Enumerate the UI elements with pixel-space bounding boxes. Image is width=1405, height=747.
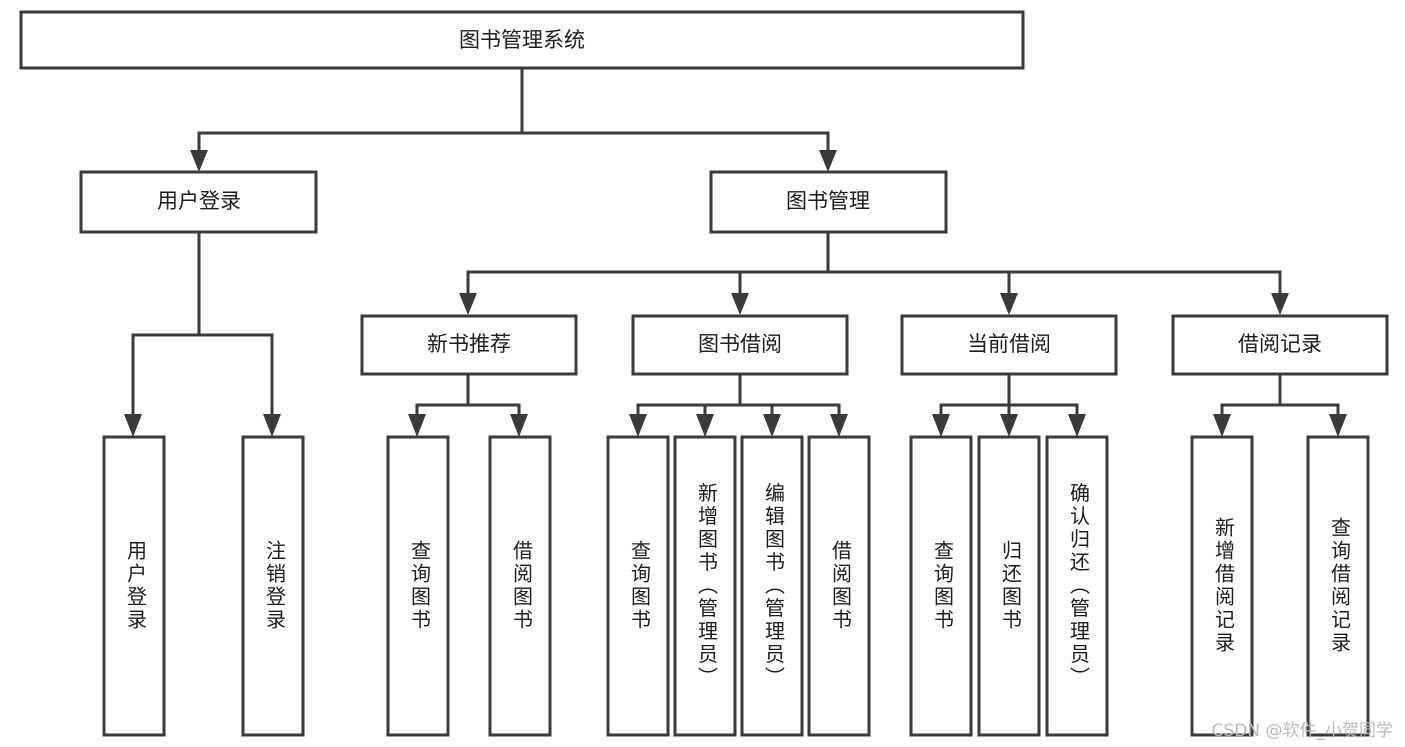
arrow-head-user-login-leaf-0 (124, 414, 142, 437)
leaf-current-borrow-0-box[interactable] (909, 435, 973, 737)
node-book-borrow-label: 图书借阅 (698, 332, 782, 356)
leaf-current-borrow-1-label: 归还图书 (999, 540, 1023, 632)
arrow-head-l3-0 (459, 293, 477, 315)
leaf-borrow-record-1-box[interactable] (1306, 435, 1370, 737)
leaf-new-book-recommend-0-box[interactable] (386, 435, 450, 737)
node-current-borrow[interactable]: 当前借阅 (900, 314, 1118, 376)
leaf-current-borrow-2[interactable]: 确认归还（管理员） (1045, 435, 1109, 737)
arrow-head-user-login-leaf-1 (263, 414, 281, 437)
arrow-head-record-leaf-0 (1213, 414, 1231, 437)
leaf-borrow-record-0-box[interactable] (1190, 435, 1254, 737)
node-book-manage[interactable]: 图书管理 (709, 170, 948, 234)
arrow-head-current-leaf-2 (1068, 414, 1086, 437)
leaf-book-borrow-1-label: 新增图书（管理员） (695, 482, 719, 689)
node-root-box[interactable] (19, 10, 1025, 70)
leaf-book-borrow-0-box[interactable] (606, 435, 670, 737)
arrow-head-borrow-leaf-1 (696, 414, 714, 437)
node-new-book-recommend-label: 新书推荐 (427, 332, 511, 356)
node-user-login-label: 用户登录 (157, 189, 241, 213)
arrow-head-l3-3 (1271, 293, 1289, 315)
node-root-label: 图书管理系统 (459, 28, 585, 52)
leaf-book-borrow-2-box[interactable] (740, 435, 804, 737)
arrow-head-l3-2 (1000, 293, 1018, 315)
leaf-current-borrow-0-label: 查询图书 (931, 540, 955, 632)
leaf-current-borrow-1[interactable]: 归还图书 (977, 435, 1041, 737)
leaf-user-login-0-label: 用户登录 (124, 540, 148, 632)
leaf-borrow-record-1-label: 查询借阅记录 (1328, 517, 1352, 655)
arrow-head-record-leaf-1 (1329, 414, 1347, 437)
leaf-book-borrow-0-label: 查询图书 (628, 540, 652, 632)
leaf-current-borrow-0[interactable]: 查询图书 (909, 435, 973, 737)
leaf-borrow-record-0[interactable]: 新增借阅记录 (1190, 435, 1254, 737)
leaf-book-borrow-2-label: 编辑图书（管理员） (762, 482, 786, 689)
arrow-head-book-manage (819, 150, 837, 172)
leaf-new-book-recommend-1-label: 借阅图书 (510, 540, 534, 632)
node-user-login[interactable]: 用户登录 (79, 170, 318, 234)
arrow-head-recommend-leaf-1 (510, 414, 528, 437)
leaf-user-login-1[interactable]: 注销登录 (241, 435, 305, 737)
leaf-new-book-recommend-0-label: 查询图书 (408, 540, 432, 632)
arrow-head-user-login (190, 150, 208, 172)
node-current-borrow-box[interactable] (900, 314, 1118, 376)
leaf-current-borrow-2-box[interactable] (1045, 435, 1109, 737)
node-root[interactable]: 图书管理系统 (19, 10, 1025, 70)
leaf-new-book-recommend-1[interactable]: 借阅图书 (488, 435, 552, 737)
leaf-borrow-record-0-label: 新增借阅记录 (1212, 517, 1236, 655)
leaf-book-borrow-3-label: 借阅图书 (829, 540, 853, 632)
leaf-new-book-recommend-0[interactable]: 查询图书 (386, 435, 450, 737)
leaf-user-login-0-box[interactable] (102, 435, 166, 737)
node-book-manage-label: 图书管理 (786, 189, 870, 213)
arrow-head-borrow-leaf-0 (629, 414, 647, 437)
leaf-book-borrow-0[interactable]: 查询图书 (606, 435, 670, 737)
node-current-borrow-label: 当前借阅 (967, 332, 1051, 356)
leaf-user-login-1-label: 注销登录 (263, 540, 287, 632)
leaf-book-borrow-1-box[interactable] (673, 435, 737, 737)
leaf-user-login-0[interactable]: 用户登录 (102, 435, 166, 737)
leaf-current-borrow-2-label: 确认归还（管理员） (1067, 482, 1091, 689)
leaf-book-borrow-2[interactable]: 编辑图书（管理员） (740, 435, 804, 737)
node-new-book-recommend-box[interactable] (360, 314, 578, 376)
node-book-borrow[interactable]: 图书借阅 (631, 314, 849, 376)
leaf-new-book-recommend-1-box[interactable] (488, 435, 552, 737)
arrow-head-borrow-leaf-3 (830, 414, 848, 437)
node-book-manage-box[interactable] (709, 170, 948, 234)
leaf-book-borrow-1[interactable]: 新增图书（管理员） (673, 435, 737, 737)
arrow-head-recommend-leaf-0 (408, 414, 426, 437)
leaf-user-login-1-box[interactable] (241, 435, 305, 737)
arrow-head-current-leaf-1 (1000, 414, 1018, 437)
arrow-head-borrow-leaf-2 (763, 414, 781, 437)
node-user-login-box[interactable] (79, 170, 318, 234)
arrow-head-current-leaf-0 (932, 414, 950, 437)
connector-layer (124, 66, 1347, 437)
node-new-book-recommend[interactable]: 新书推荐 (360, 314, 578, 376)
node-borrow-record[interactable]: 借阅记录 (1171, 314, 1389, 376)
node-book-borrow-box[interactable] (631, 314, 849, 376)
leaf-current-borrow-1-box[interactable] (977, 435, 1041, 737)
arrow-head-l3-1 (731, 293, 749, 315)
leaf-borrow-record-1[interactable]: 查询借阅记录 (1306, 435, 1370, 737)
leaf-book-borrow-3-box[interactable] (807, 435, 871, 737)
node-borrow-record-label: 借阅记录 (1238, 332, 1322, 356)
node-borrow-record-box[interactable] (1171, 314, 1389, 376)
leaf-book-borrow-3[interactable]: 借阅图书 (807, 435, 871, 737)
